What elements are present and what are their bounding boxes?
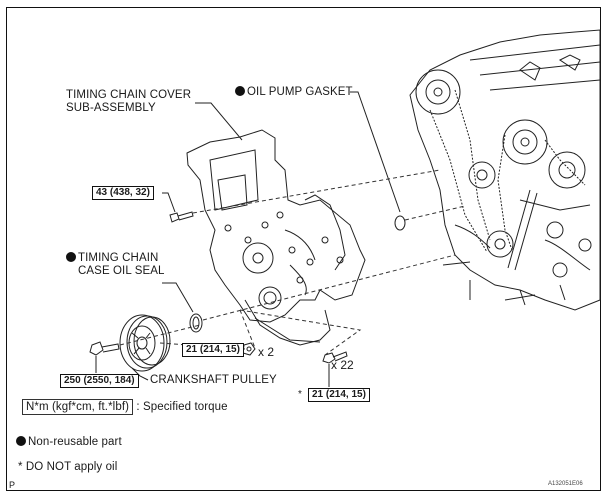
- oil-seal-label-line1: TIMING CHAIN: [78, 252, 159, 264]
- torque-stud-bolt: 21 (214, 15): [308, 388, 370, 402]
- crankshaft-pulley-label: CRANKSHAFT PULLEY: [150, 374, 277, 386]
- legend-torque-unit: N*m (kgf*cm, ft.*lbf): [22, 399, 134, 415]
- cover-bolt-drawing: [169, 211, 194, 223]
- stud-bolt-drawing: [322, 351, 348, 364]
- legend-non-reusable: Non-reusable part: [16, 436, 122, 449]
- assembly-lines: [119, 169, 466, 356]
- pulley-bolt-drawing: [89, 341, 120, 356]
- non-reusable-dot-icon: [66, 252, 76, 262]
- oil-seal-label-line2: CASE OIL SEAL: [78, 265, 165, 277]
- figure-code: A132051E06: [548, 481, 583, 487]
- legend-no-oil: * DO NOT apply oil: [18, 461, 118, 473]
- engine-block-drawing: [409, 29, 601, 311]
- legend-torque: N*m (kgf*cm, ft.*lbf) : Specified torque: [22, 399, 228, 415]
- corner-letter: P: [9, 480, 16, 490]
- nut-quantity: x 2: [258, 345, 275, 359]
- no-oil-asterisk: *: [298, 389, 302, 400]
- crankshaft-pulley-drawing: [119, 314, 171, 372]
- oil-pump-gasket-label: OIL PUMP GASKET: [235, 86, 353, 99]
- leader-oil-seal: [162, 282, 194, 313]
- leader-gasket: [350, 91, 401, 213]
- non-reusable-dot-icon: [16, 436, 26, 446]
- leader-cover-bolt: [162, 192, 176, 213]
- bolt-quantity: x 22: [331, 358, 354, 372]
- leader-cover: [195, 102, 243, 141]
- timing-chain-oil-seal-label: TIMING CHAIN CASE OIL SEAL: [66, 252, 165, 278]
- oil-pump-gasket-drawing: [394, 215, 406, 231]
- timing-chain-cover-drawing: [186, 129, 366, 346]
- torque-pulley-bolt: 250 (2550, 184): [60, 374, 139, 388]
- oil-pump-gasket-text: OIL PUMP GASKET: [247, 86, 353, 98]
- torque-cover-bolt: 43 (438, 32): [92, 186, 154, 200]
- legend-non-reusable-text: Non-reusable part: [28, 436, 122, 448]
- non-reusable-dot-icon: [235, 86, 245, 96]
- timing-chain-cover-label: TIMING CHAIN COVER SUB-ASSEMBLY: [66, 89, 191, 115]
- legend-torque-desc: : Specified torque: [136, 401, 228, 413]
- timing-chain-cover-label-line2: SUB-ASSEMBLY: [66, 102, 156, 114]
- oil-seal-drawing: [189, 313, 203, 333]
- torque-nut: 21 (214, 15): [182, 343, 244, 357]
- leader-pulley: [131, 367, 149, 381]
- timing-chain-cover-label-line1: TIMING CHAIN COVER: [66, 89, 192, 101]
